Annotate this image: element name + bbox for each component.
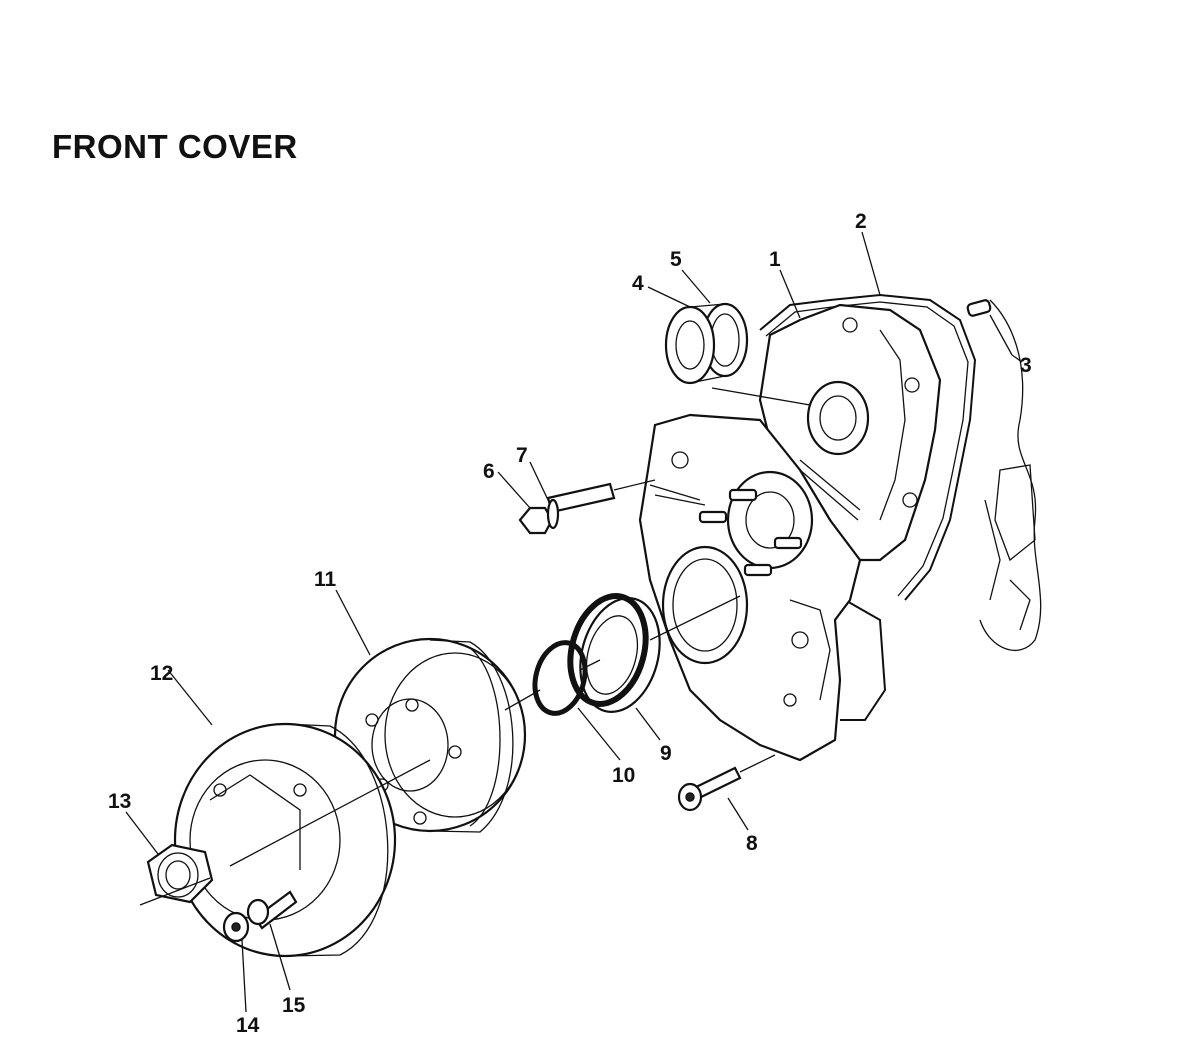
callout-12: 12 [150, 662, 173, 685]
callout-1: 1 [769, 248, 781, 271]
engine-block [979, 299, 1042, 651]
callout-14: 14 [236, 1014, 260, 1037]
callout-11: 11 [314, 568, 337, 591]
assembly-centerline [139, 595, 741, 906]
o-ring-part [532, 640, 588, 716]
bolt-6-7-part [518, 479, 656, 535]
leader-lines [125, 231, 1023, 1013]
vibration-damper-part [173, 722, 397, 958]
bolt-8-part [677, 754, 776, 812]
nut-part [146, 843, 214, 904]
dowel-pin-part [966, 299, 1013, 356]
socket-bolt-14-part [222, 911, 250, 943]
callout-4: 4 [632, 272, 644, 295]
crankshaft-pulley-part [333, 637, 527, 833]
callout-3: 3 [1020, 354, 1032, 377]
upper-cover-part [758, 303, 942, 562]
callout-labels: 1 2 3 4 5 6 7 8 9 10 11 12 13 14 15 [108, 210, 1032, 1037]
gasket-part [759, 293, 977, 721]
callout-2: 2 [855, 210, 867, 233]
page-title: FRONT COVER [52, 128, 298, 165]
oil-seal-part [567, 593, 661, 713]
callout-15: 15 [282, 994, 306, 1017]
callout-9: 9 [660, 742, 672, 765]
callout-13: 13 [108, 790, 131, 813]
callout-6: 6 [483, 460, 495, 483]
callout-10: 10 [612, 764, 635, 787]
plug-and-seal-part [664, 302, 811, 406]
callout-7: 7 [516, 444, 528, 467]
bolt-washer-15-part [246, 890, 298, 930]
callout-5: 5 [670, 248, 682, 271]
callout-8: 8 [746, 832, 758, 855]
timing-cover-part [638, 413, 862, 762]
